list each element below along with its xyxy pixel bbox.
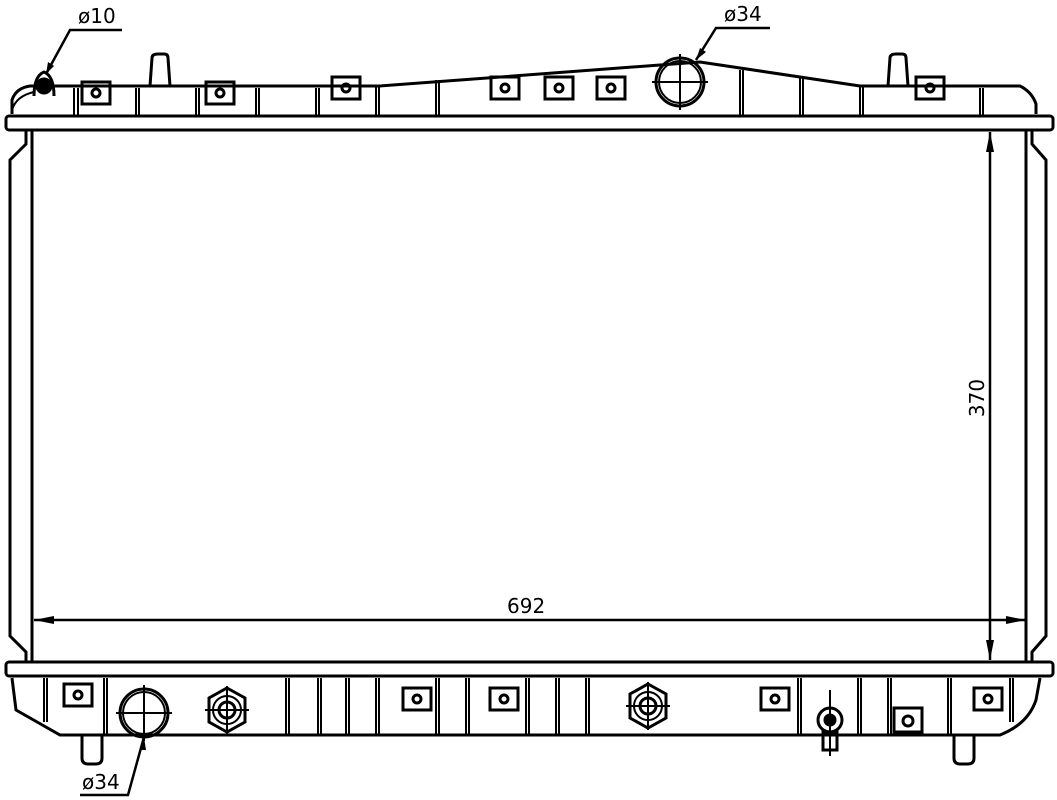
dim-label-width: 692 — [507, 594, 546, 618]
bottom-tank — [4, 660, 1055, 766]
dimension-lines — [34, 26, 1026, 797]
core — [8, 128, 1048, 664]
dim-label-height: 370 — [965, 378, 990, 418]
dim-label-top-large-port: ø34 — [724, 2, 762, 26]
dim-label-bottom-large-port: ø34 — [82, 770, 120, 794]
dim-label-top-small-port: ø10 — [78, 4, 116, 28]
top-tank — [4, 52, 1055, 132]
